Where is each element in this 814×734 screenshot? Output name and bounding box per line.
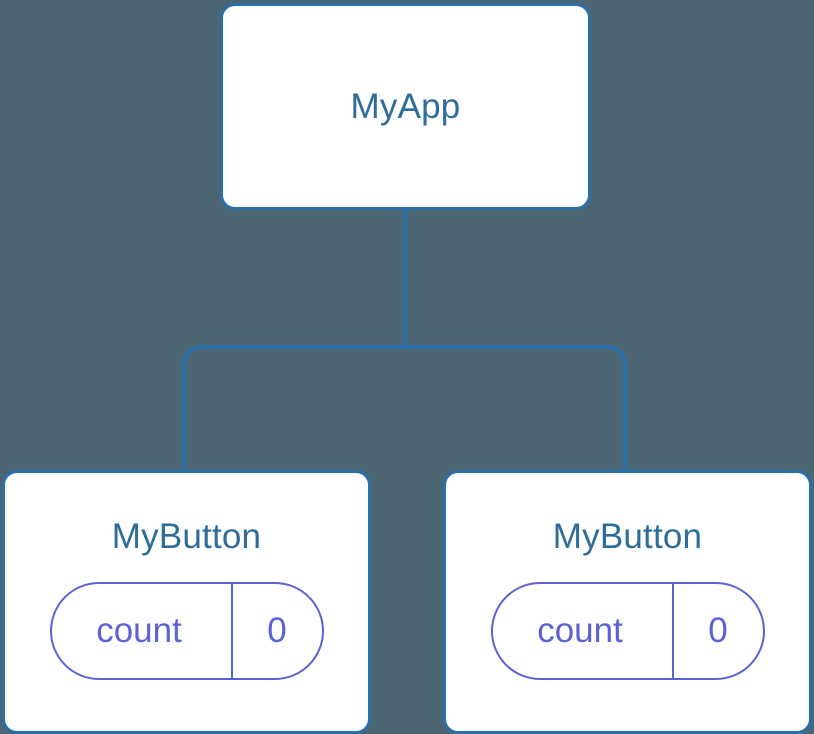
component-node-child-0[interactable]: MyButton count 0: [2, 470, 371, 734]
edge-branch-left: [182, 345, 405, 472]
state-value-label: 0: [230, 584, 322, 678]
state-capsule[interactable]: count 0: [49, 582, 324, 680]
component-node-title: MyButton: [111, 517, 262, 556]
state-value-label: 0: [671, 584, 763, 678]
component-node-child-1[interactable]: MyButton count 0: [443, 470, 812, 734]
component-node-title: MyApp: [350, 86, 461, 126]
state-key-label: count: [537, 611, 623, 650]
component-node-title: MyButton: [552, 517, 703, 556]
edge-branch-right: [405, 345, 627, 472]
component-node-root[interactable]: MyApp: [220, 3, 591, 210]
state-key-label: count: [96, 611, 182, 650]
state-capsule[interactable]: count 0: [490, 582, 765, 680]
